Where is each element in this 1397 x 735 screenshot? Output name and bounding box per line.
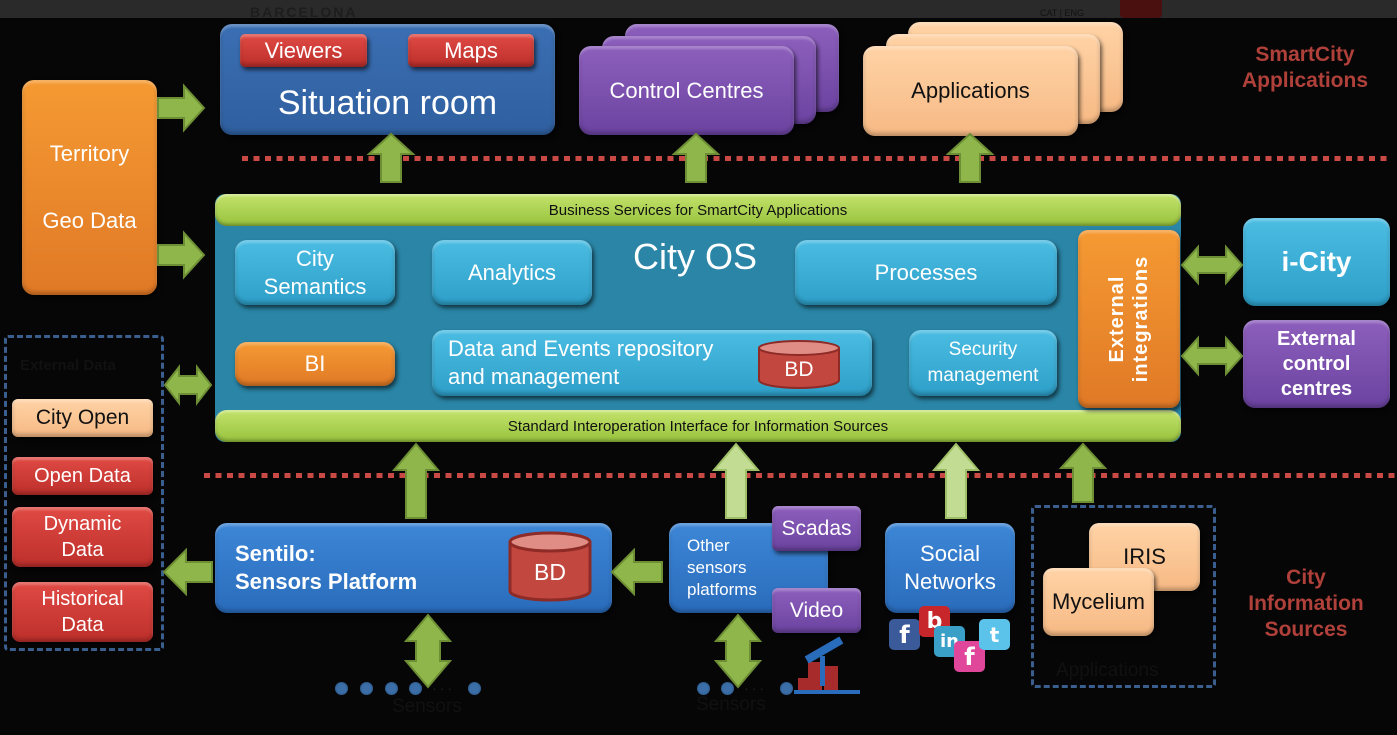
sensor-dot xyxy=(468,682,481,695)
sensor-dot xyxy=(335,682,348,695)
situation-room-title: Situation room xyxy=(277,84,498,122)
arrow-double-i-city xyxy=(1180,244,1244,286)
database-cylinder-icon: BD xyxy=(758,340,840,389)
arrow-other-to-sentilo xyxy=(610,547,663,597)
city-seal-icon xyxy=(1120,0,1162,18)
ellipsis: ··· xyxy=(744,680,767,696)
business-services-bar[interactable]: Business Services for SmartCity Applicat… xyxy=(215,194,1181,226)
sensor-dot xyxy=(409,682,422,695)
mycelium-box[interactable]: Mycelium xyxy=(1043,568,1154,636)
sensor-dot xyxy=(721,682,734,695)
facebook-icon: f xyxy=(889,619,920,650)
analytics[interactable]: Analytics xyxy=(432,240,592,305)
ellipsis: ··· xyxy=(432,680,455,696)
twitter-icon: t xyxy=(979,619,1010,650)
sensor-dot xyxy=(780,682,793,695)
open-data-box[interactable]: Open Data xyxy=(12,457,153,495)
arrow-geo-to-cityos xyxy=(157,230,206,280)
arrow-territory-to-situation xyxy=(157,83,206,133)
bi-box[interactable]: BI xyxy=(235,342,395,386)
city-os-container xyxy=(215,194,1181,442)
sentilo-bd-label: BD xyxy=(534,559,566,585)
arrow-double-external-data xyxy=(163,364,213,406)
divider-sources xyxy=(204,473,1397,478)
applications-group-label: Applications xyxy=(1056,660,1159,681)
viewers-box[interactable]: Viewers xyxy=(240,34,367,67)
brand-logo: BARCELONA xyxy=(250,4,358,20)
video-box[interactable]: Video xyxy=(772,588,861,633)
camera-city-icon xyxy=(794,636,860,694)
standard-interface-bar[interactable]: Standard Interoperation Interface for In… xyxy=(215,410,1181,442)
arrow-up-sentilo xyxy=(391,442,441,519)
sensor-dot xyxy=(697,682,710,695)
territory-label: Territory xyxy=(49,140,130,166)
arrow-double-other-sensors xyxy=(713,613,763,689)
flickr-icon: f xyxy=(954,641,985,672)
sensor-dot xyxy=(385,682,398,695)
external-data-title: External Data xyxy=(20,357,116,374)
sensor-dot xyxy=(360,682,373,695)
external-data-group xyxy=(4,335,164,651)
arrow-double-external-control xyxy=(1180,335,1244,377)
sentilo-database-icon: BD xyxy=(508,531,592,602)
arrow-up-other-sensors xyxy=(711,442,761,519)
applications-group xyxy=(1031,505,1216,688)
browser-header: BARCELONA CAT | ENG xyxy=(0,0,1397,20)
arrow-up-social xyxy=(931,442,981,519)
applications-top[interactable]: Applications xyxy=(863,46,1078,136)
language-switch[interactable]: CAT | ENG xyxy=(1040,8,1085,18)
i-city[interactable]: i-City xyxy=(1243,218,1390,306)
city-open-box[interactable]: City Open xyxy=(12,399,153,437)
sensors-label-sentilo: Sensors xyxy=(392,696,462,717)
blogger-icon: b xyxy=(919,606,950,637)
arrow-sentilo-to-external xyxy=(162,547,213,597)
sensors-label-other: Sensors xyxy=(696,694,766,715)
scadas-box[interactable]: Scadas xyxy=(772,506,861,551)
arrow-up-situation xyxy=(366,132,416,183)
maps-box[interactable]: Maps xyxy=(408,34,534,67)
arrow-up-applications xyxy=(945,132,995,183)
control-centres[interactable]: Control Centres xyxy=(579,46,794,135)
territory-geo-data[interactable]: Territory Geo Data xyxy=(22,80,157,295)
geo-data-label: Geo Data xyxy=(42,208,137,234)
processes[interactable]: Processes xyxy=(795,240,1057,305)
arrow-up-applications-sources xyxy=(1058,442,1108,503)
arrow-double-sentilo-sensors xyxy=(403,613,453,689)
divider-applications xyxy=(242,156,1392,161)
bd-label: BD xyxy=(784,358,813,381)
arrow-up-control xyxy=(671,132,721,183)
city-os-title: City OS xyxy=(632,236,757,277)
